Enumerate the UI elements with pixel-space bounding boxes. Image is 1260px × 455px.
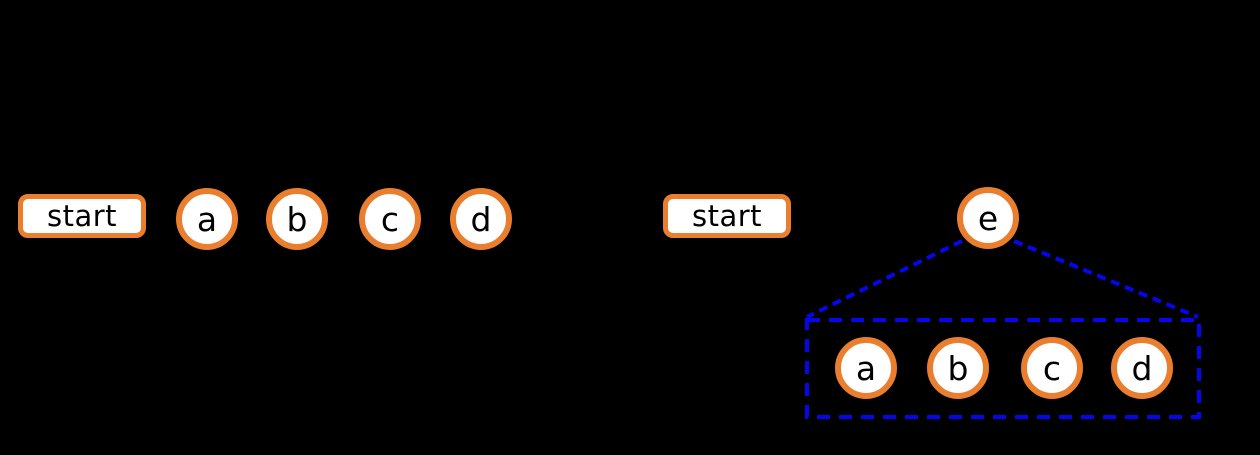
right-root-node-e-label: e — [977, 198, 999, 238]
group-node-b-label: b — [947, 348, 969, 388]
left-node-d-label: d — [470, 199, 492, 239]
left-start-node: start — [18, 194, 146, 238]
left-node-b-label: b — [286, 199, 308, 239]
group-node-d: d — [1111, 337, 1173, 399]
left-node-a-label: a — [196, 199, 218, 239]
group-node-b: b — [927, 337, 989, 399]
right-start-label: start — [691, 198, 763, 233]
group-node-a-label: a — [855, 348, 877, 388]
left-node-c: c — [359, 188, 421, 250]
right-start-node: start — [663, 194, 791, 238]
dashed-connector-left — [806, 239, 963, 319]
group-node-a: a — [835, 337, 897, 399]
left-node-b: b — [266, 188, 328, 250]
left-node-a: a — [176, 188, 238, 250]
left-start-label: start — [46, 198, 118, 233]
group-node-c: c — [1021, 337, 1083, 399]
left-node-c-label: c — [380, 199, 400, 239]
left-node-d: d — [450, 188, 512, 250]
group-node-c-label: c — [1042, 348, 1062, 388]
right-root-node-e: e — [957, 187, 1019, 249]
dashed-connector-right — [1013, 239, 1199, 319]
group-node-d-label: d — [1131, 348, 1153, 388]
